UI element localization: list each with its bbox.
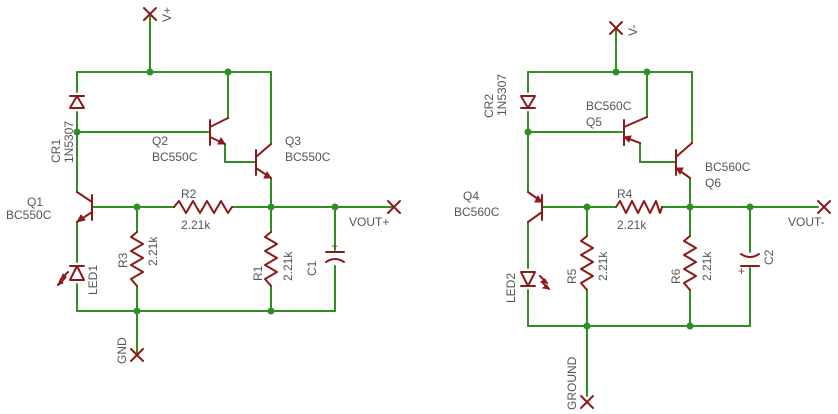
q4-value-label: BC560C xyxy=(454,205,500,219)
cr2-value-label: 1N5307 xyxy=(495,74,509,116)
c2-name-label: C2 xyxy=(762,249,776,265)
q3-transistor-icon xyxy=(255,143,272,179)
r4-name-label: R4 xyxy=(617,187,633,201)
r3-value-label: 2.21k xyxy=(146,236,160,266)
q6-transistor-icon xyxy=(675,142,693,179)
gnd-terminal xyxy=(130,348,144,362)
r5-name-label: R5 xyxy=(565,268,579,284)
c2-capacitor-icon xyxy=(740,253,760,267)
gnd-label: GND xyxy=(115,337,129,364)
c2-plus-label: + xyxy=(738,264,745,278)
q2-value-label: BC550C xyxy=(152,150,198,164)
r2-resistor-icon xyxy=(173,200,233,214)
q5-value-label: BC560C xyxy=(586,99,632,113)
r3-name-label: R3 xyxy=(116,252,130,268)
q6-value-label: BC560C xyxy=(705,160,751,174)
vout-minus-label: VOUT- xyxy=(788,215,825,229)
q1-transistor-icon xyxy=(75,191,93,223)
q3-name-label: Q3 xyxy=(285,134,301,148)
led2-name-label: LED2 xyxy=(504,273,518,303)
q4-name-label: Q4 xyxy=(463,189,479,203)
cr1-diode-icon xyxy=(69,95,85,109)
cr1-value-label: 1N5307 xyxy=(62,121,76,163)
left-labels: V+ CR1 1N5307 Q1 BC550C Q2 BC550C Q3 BC5… xyxy=(6,7,389,364)
q5-name-label: Q5 xyxy=(586,115,602,129)
right-circuit: V- CR2 1N5307 BC560C Q5 BC560C Q6 Q4 BC5… xyxy=(454,21,831,410)
q1-value-label: BC550C xyxy=(6,208,52,222)
cr2-diode-icon xyxy=(520,95,536,109)
r5-value-label: 2.21k xyxy=(596,251,610,281)
r5-resistor-icon xyxy=(580,235,594,291)
cr1-name-label: CR1 xyxy=(49,139,63,163)
vplus-label: V+ xyxy=(160,7,174,22)
vout-plus-terminal xyxy=(387,200,401,214)
vout-plus-label: VOUT+ xyxy=(349,215,389,229)
r6-value-label: 2.21k xyxy=(700,251,714,281)
q5-transistor-icon xyxy=(622,116,648,146)
left-junctions xyxy=(73,68,339,315)
r1-resistor-icon xyxy=(264,231,278,287)
r2-value-label: 2.21k xyxy=(181,218,211,232)
r3-resistor-icon xyxy=(130,231,144,287)
left-circuit: V+ CR1 1N5307 Q1 BC550C Q2 BC550C Q3 BC5… xyxy=(6,7,401,364)
right-wires xyxy=(527,27,819,397)
r1-value-label: 2.21k xyxy=(281,251,295,281)
c1-capacitor-icon xyxy=(325,251,345,263)
r1-name-label: R1 xyxy=(251,265,265,281)
vminus-label: V- xyxy=(626,25,640,36)
q2-transistor-icon xyxy=(209,117,229,146)
r6-name-label: R6 xyxy=(669,268,683,284)
r6-resistor-icon xyxy=(683,235,697,291)
led2-icon xyxy=(520,271,550,290)
ground-label: GROUND xyxy=(565,356,579,410)
cr2-name-label: CR2 xyxy=(482,94,496,118)
q1-name-label: Q1 xyxy=(27,195,43,209)
vminus-terminal xyxy=(609,21,623,35)
q4-transistor-icon xyxy=(527,191,543,223)
ground-terminal xyxy=(580,395,594,409)
vplus-terminal xyxy=(143,7,157,21)
right-junctions xyxy=(524,68,754,330)
left-wires xyxy=(76,13,395,356)
led1-icon xyxy=(57,265,85,286)
c1-plus-label: + xyxy=(331,239,338,253)
q2-name-label: Q2 xyxy=(152,134,168,148)
r2-name-label: R2 xyxy=(181,187,197,201)
q6-name-label: Q6 xyxy=(705,176,721,190)
r4-resistor-icon xyxy=(615,200,663,214)
led1-name-label: LED1 xyxy=(86,265,100,295)
right-labels: V- CR2 1N5307 BC560C Q5 BC560C Q6 Q4 BC5… xyxy=(454,25,825,410)
vout-minus-terminal xyxy=(817,200,831,214)
r4-value-label: 2.21k xyxy=(617,218,647,232)
q3-value-label: BC550C xyxy=(285,150,331,164)
c1-name-label: C1 xyxy=(305,260,319,276)
